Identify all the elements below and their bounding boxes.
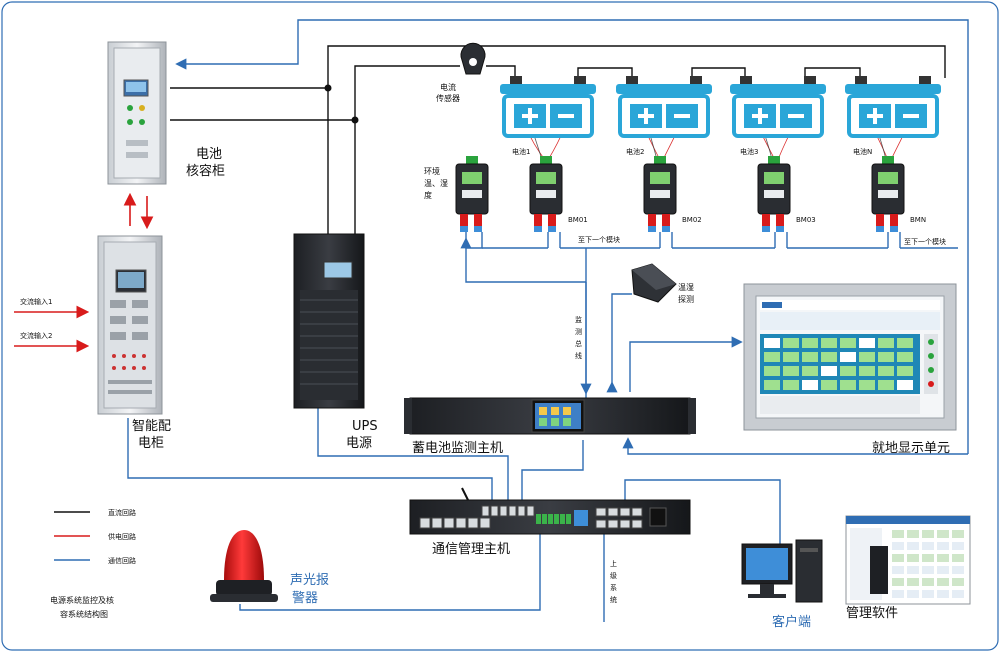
bm-module-1 (455, 156, 489, 232)
bm-module-3 (643, 156, 677, 232)
env-sensor-label-1: 温湿 (678, 283, 694, 292)
battery-2 (616, 76, 712, 138)
uplink-2: 级 (610, 571, 617, 580)
battery-tag-1: 电池1 (512, 147, 530, 156)
dc-lines (170, 45, 946, 245)
battery-tag-4: 电池N (853, 147, 872, 156)
smart-cabinet-label-1: 智能配 (132, 419, 171, 434)
comm-host-label: 通信管理主机 (432, 542, 510, 557)
client-label: 客户端 (772, 614, 811, 630)
bm-module-4 (757, 156, 791, 232)
legend-label: 通信回路 (108, 556, 136, 565)
temp-module-label-1: 环境 (424, 166, 440, 176)
battery-tag-2: 电池2 (626, 147, 644, 156)
battery-row (500, 76, 941, 138)
ups-label-1: UPS (352, 419, 378, 434)
footer-1: 电源系统监控及核 (50, 595, 114, 605)
env-sensor-icon (631, 263, 677, 303)
uplink-3: 系 (610, 583, 617, 592)
mon-line-3: 总 (575, 339, 582, 348)
battery-cabinet-label-1: 电池 (196, 147, 222, 162)
client-pc-icon (741, 539, 823, 603)
battery-3 (730, 76, 826, 138)
mon-line-4: 线 (575, 351, 582, 360)
mon-line-2: 测 (575, 328, 582, 336)
monitor-host-label: 蓄电池监测主机 (412, 441, 503, 456)
alarm-label-2: 警器 (292, 590, 318, 606)
legend-label: 供电回路 (108, 532, 136, 541)
module-tag-1: BM01 (568, 216, 588, 224)
module-tag-4: BMN (910, 216, 926, 224)
ups-label-2: 电源 (346, 436, 372, 451)
smart-cabinet-label-2: 电柜 (138, 436, 164, 451)
legend-item-1: 直流回路 (54, 508, 136, 517)
power-lines (14, 192, 154, 353)
mon-line-1: 监 (575, 315, 582, 324)
to-next-label-1: 至下一个模块 (578, 235, 620, 244)
current-sensor-label-2: 传感器 (436, 93, 460, 103)
alarm-icon (210, 530, 278, 602)
legend-label: 直流回路 (108, 508, 136, 517)
comm-lines (127, 19, 969, 622)
ac-in-2-label: 交流输入2 (20, 331, 52, 340)
display-unit (743, 283, 957, 431)
legend-item-2: 供电回路 (54, 532, 136, 541)
comm-host (409, 487, 691, 535)
smart-cabinet (97, 235, 163, 415)
module-tag-2: BM02 (682, 216, 702, 224)
footer-2: 容系统结构图 (60, 609, 108, 619)
monitor-host (404, 397, 696, 435)
env-sensor-label-2: 探测 (678, 294, 694, 304)
battery-tag-3: 电池3 (740, 147, 758, 156)
bm-modules (455, 156, 905, 232)
temp-module-label-2: 温、湿 (424, 179, 448, 188)
display-unit-label: 就地显示单元 (872, 441, 950, 456)
bm-module-2 (529, 156, 563, 232)
software-label: 管理软件 (846, 606, 898, 621)
temp-module-label-3: 度 (424, 190, 432, 200)
battery-cabinet-label-2: 核容柜 (186, 163, 225, 179)
current-sensor-icon (460, 42, 486, 75)
legend-item-3: 通信回路 (54, 556, 136, 565)
bm-module-5 (871, 156, 905, 232)
battery-cabinet (107, 41, 167, 185)
alarm-label-1: 声光报 (290, 573, 329, 588)
to-next-label-2: 至下一个模块 (904, 237, 946, 246)
ups-unit (293, 233, 365, 409)
uplink-4: 统 (610, 595, 617, 604)
software-window (845, 515, 971, 605)
battery-1 (500, 76, 596, 138)
battery-4 (845, 76, 941, 138)
ac-in-1-label: 交流输入1 (20, 297, 52, 306)
module-tag-3: BM03 (796, 216, 816, 224)
uplink-1: 上 (610, 559, 617, 568)
current-sensor-label-1: 电流 (440, 82, 456, 92)
